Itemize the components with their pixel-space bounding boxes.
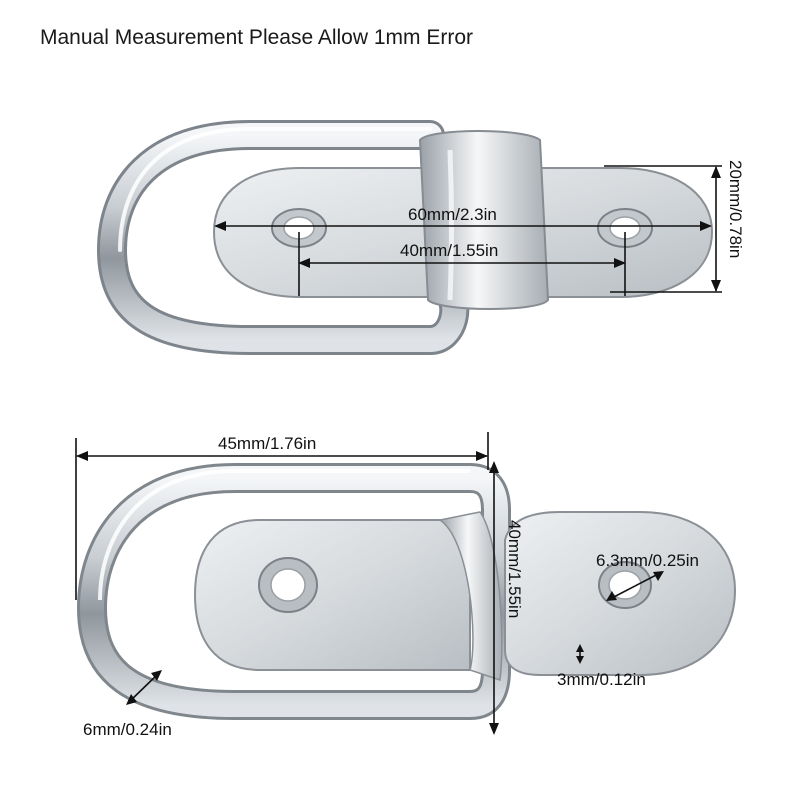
thickness-dimension: [576, 644, 584, 664]
hole-span-dimension: [214, 221, 712, 231]
overall-length-label: 45mm/1.76in: [218, 434, 316, 453]
height-dimension: [489, 461, 499, 735]
hole-span-label: 60mm/2.3in: [408, 205, 497, 224]
top-right-hole: [597, 208, 653, 248]
hole-diameter-dimension: [606, 571, 664, 601]
ring-diameter-dimension: [126, 670, 162, 705]
hole-center-span-label: 40mm/1.55in: [400, 241, 498, 260]
hole-center-span-dimension: [298, 232, 626, 296]
thickness-label: 3mm/0.12in: [557, 670, 646, 689]
side-inner-plate: [193, 519, 471, 671]
measurement-note: Manual Measurement Please Allow 1mm Erro…: [40, 26, 474, 49]
tie-down-side-view: 45mm/1.76in 40mm/1.55in 6.3mm/0.25in 3mm…: [75, 432, 737, 739]
overall-length-dimension: [75, 432, 489, 600]
height-label: 40mm/1.55in: [505, 520, 524, 618]
plate-width-dimension: [604, 165, 722, 293]
hole-diameter-label: 6.3mm/0.25in: [596, 551, 699, 570]
plate-width-label: 20mm/0.78in: [726, 160, 745, 258]
ring-diameter-label: 6mm/0.24in: [83, 720, 172, 739]
side-plate-hole: [258, 557, 318, 613]
tie-down-top-view: 60mm/2.3in 40mm/1.55in 20mm/0.78in: [96, 120, 745, 355]
